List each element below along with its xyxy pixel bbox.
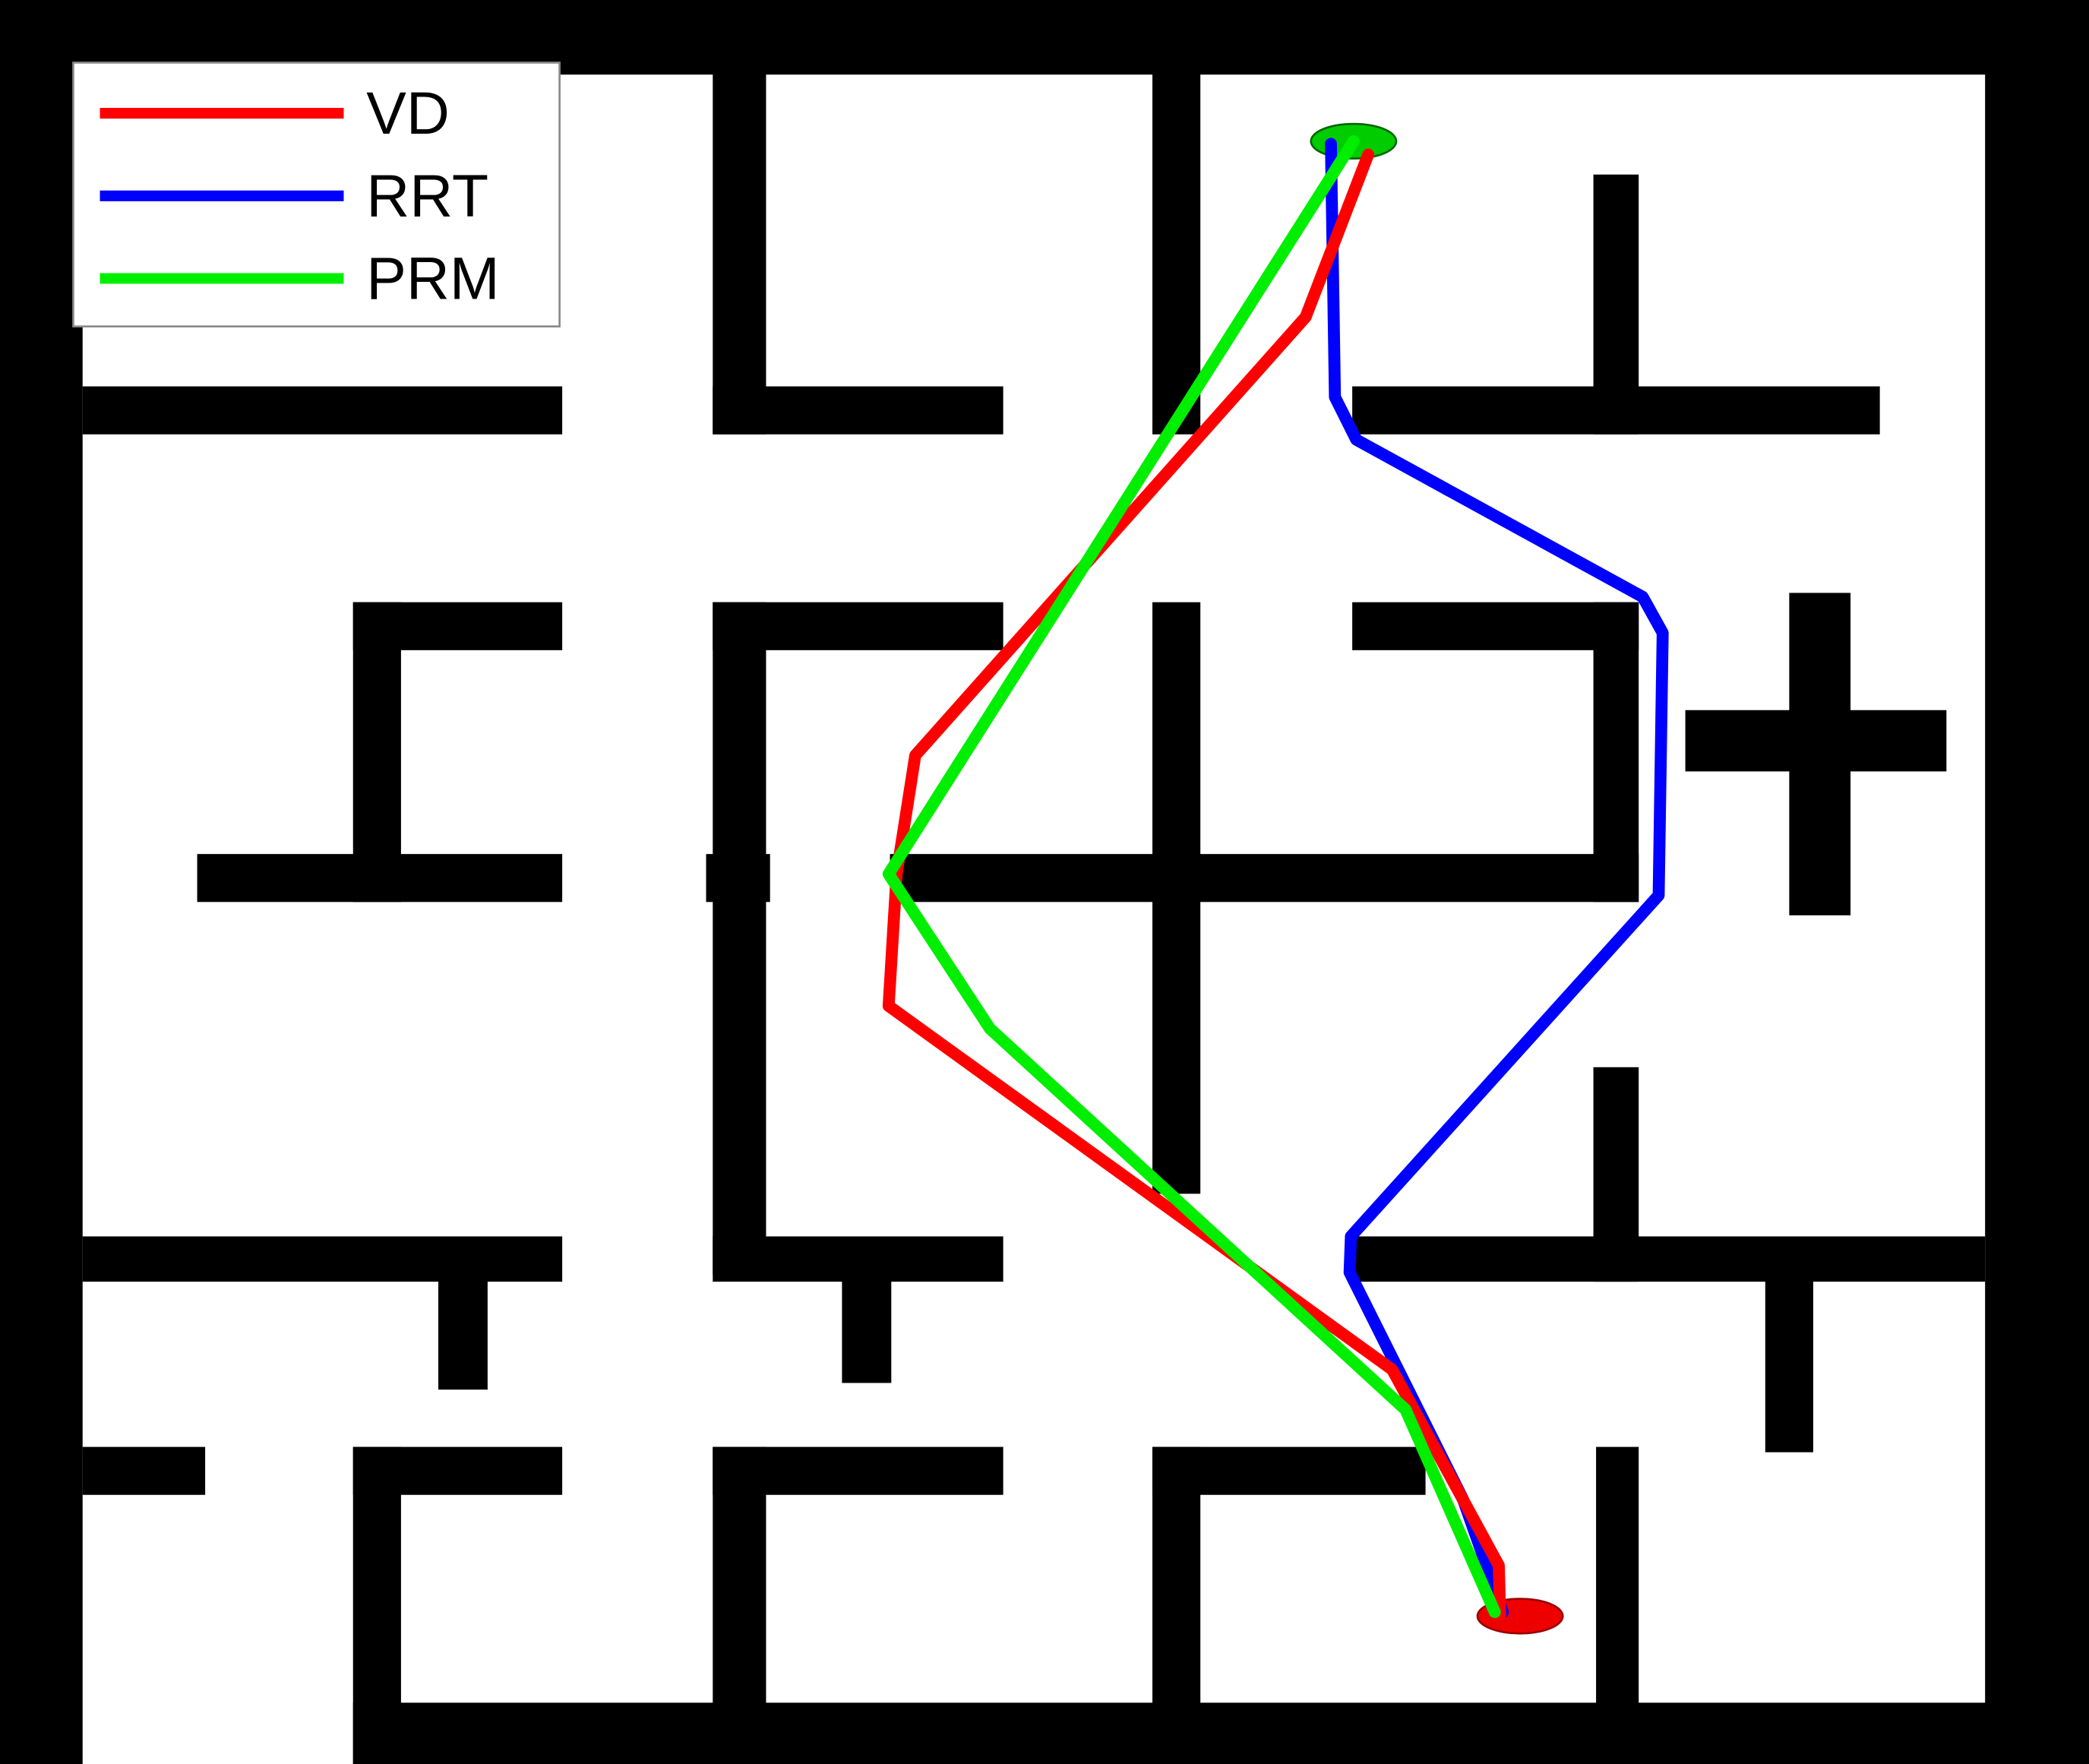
outer-wall-left [0, 0, 83, 1764]
wall [713, 602, 766, 1276]
wall [842, 1236, 892, 1383]
wall [1352, 602, 1639, 650]
wall [82, 1236, 563, 1282]
wall [1765, 1236, 1813, 1453]
wall [1593, 174, 1639, 435]
wall [713, 386, 1003, 435]
wall [438, 1236, 488, 1390]
wall [1593, 1067, 1639, 1282]
path-prm [882, 135, 1501, 1618]
outer-wall-bottom [352, 1702, 2089, 1764]
wall [82, 1446, 206, 1495]
wall [82, 386, 563, 435]
paths [882, 135, 1669, 1621]
wall [1596, 1446, 1639, 1764]
legend: VD RRT PRM [72, 62, 561, 327]
legend-label-prm: PRM [366, 245, 499, 312]
wall [1152, 1446, 1201, 1764]
wall [352, 1446, 401, 1764]
wall [1352, 1236, 1986, 1282]
wall [1685, 710, 1947, 772]
wall [890, 854, 1639, 903]
wall [713, 1446, 766, 1764]
wall [713, 53, 766, 435]
wall [197, 854, 563, 903]
wall [352, 602, 401, 903]
legend-label-rrt: RRT [366, 163, 488, 229]
wall [706, 854, 770, 903]
wall [1593, 602, 1639, 903]
legend-label-vd: VD [366, 80, 450, 147]
path-vd [882, 148, 1506, 1621]
wall [1152, 53, 1201, 435]
outer-wall-right [1985, 0, 2089, 1764]
